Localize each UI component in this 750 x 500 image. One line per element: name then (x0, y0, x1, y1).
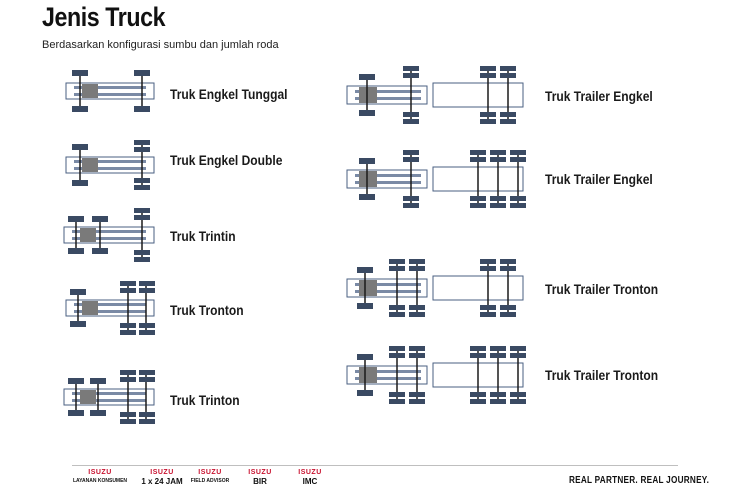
truck-diagram-engkel-double (65, 140, 155, 190)
logo-brand: ISUZU (88, 469, 112, 476)
truck-label-trailer-tronton-2: Truk Trailer Tronton (545, 367, 659, 383)
page-title: Jenis Truck (42, 2, 166, 32)
logo-text: BIR (253, 477, 267, 486)
page-subtitle: Berdasarkan konfigurasi sumbu dan jumlah… (42, 39, 279, 51)
truck-label-trinton: Truk Trinton (170, 392, 240, 408)
24-hour-logo: ISUZU 1 x 24 JAM (141, 469, 183, 495)
truck-label-tronton: Truk Tronton (170, 302, 244, 318)
truck-label-trintin: Truk Trintin (170, 228, 236, 244)
truck-diagram-trinton (63, 370, 155, 424)
logo-text: LAYANAN KONSUMEN (72, 478, 128, 484)
truck-diagram-engkel-tunggal (65, 70, 155, 112)
truck-diagram-tronton (65, 281, 155, 335)
field-advisor-logo: ISUZU FIELD ADVISOR (190, 469, 230, 495)
customer-service-logo: ISUZU LAYANAN KONSUMEN (72, 469, 128, 495)
truck-label-trailer-engkel-1: Truk Trailer Engkel (545, 88, 653, 104)
logo-brand: ISUZU (298, 469, 322, 476)
bir-logo: ISUZU BIR (240, 469, 280, 495)
logo-brand: ISUZU (198, 469, 222, 476)
logo-brand: ISUZU (248, 469, 272, 476)
logo-text: IMC (302, 477, 318, 486)
logo-text: 1 x 24 JAM (141, 477, 183, 486)
imc-logo: ISUZU IMC (290, 469, 330, 495)
truck-label-trailer-tronton-1: Truk Trailer Tronton (545, 281, 659, 297)
truck-diagram-trailer-engkel-2 (346, 150, 526, 208)
truck-diagram-trailer-tronton-2 (346, 346, 526, 404)
truck-label-engkel-double: Truk Engkel Double (170, 152, 283, 168)
truck-diagram-trintin (63, 208, 155, 262)
truck-diagram-trailer-tronton-1 (346, 259, 524, 317)
logo-text: FIELD ADVISOR (190, 478, 230, 484)
truck-label-engkel-tunggal: Truk Engkel Tunggal (170, 86, 288, 102)
logo-brand: ISUZU (150, 469, 174, 476)
footer-divider (72, 465, 678, 466)
truck-diagram-trailer-engkel-1 (346, 66, 524, 124)
truck-label-trailer-engkel-2: Truk Trailer Engkel (545, 171, 653, 187)
footer-tagline: REAL PARTNER. REAL JOURNEY. (569, 475, 710, 486)
